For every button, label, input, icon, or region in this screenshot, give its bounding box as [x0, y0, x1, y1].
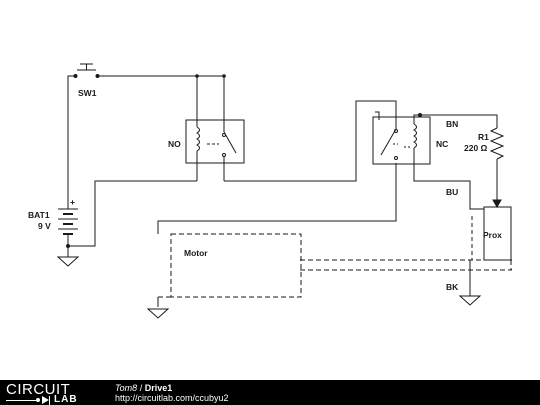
relay-nc[interactable]	[372, 116, 431, 165]
resistor-r1[interactable]	[489, 127, 505, 209]
footer-bar: CIRCUIT LAB Tom8 / Drive1 http://circuit…	[0, 380, 540, 405]
wire-top	[67, 75, 225, 203]
author-link[interactable]: Tom8	[115, 383, 138, 393]
label-bn: BN	[446, 119, 458, 129]
label-bat1-value: 9 V	[38, 221, 51, 231]
wire-bu	[413, 164, 484, 210]
label-prox: Prox	[483, 230, 502, 240]
wire-bn	[413, 113, 498, 128]
schematic-canvas: SW1 NO NC BN BU BK R1 220 Ω BAT1 9 V + M…	[28, 63, 512, 319]
label-bu: BU	[446, 187, 458, 197]
circuit-url[interactable]: http://circuitlab.com/ccubyu2	[115, 393, 229, 403]
logo-wordmark-bottom: LAB	[54, 394, 78, 405]
wire-relay-links	[68, 100, 397, 247]
prox-sensor[interactable]	[471, 206, 512, 261]
switch-sw1[interactable]	[67, 63, 100, 80]
ground-symbol-motor	[146, 308, 170, 319]
label-r1-name: R1	[478, 132, 489, 142]
logo-diode-mark: LAB	[6, 394, 102, 405]
label-bat1-plus: +	[70, 197, 75, 207]
ground-symbol-prox	[458, 295, 482, 306]
label-nc: NC	[436, 139, 448, 149]
circuit-meta: Tom8 / Drive1 http://circuitlab.com/ccub…	[115, 383, 229, 403]
relay-no[interactable]	[185, 119, 245, 181]
label-bk: BK	[446, 282, 459, 292]
motor[interactable]	[158, 233, 512, 298]
ground-symbol-battery	[56, 256, 80, 267]
label-motor: Motor	[184, 248, 208, 258]
label-no: NO	[168, 139, 181, 149]
label-sw1: SW1	[78, 88, 97, 98]
battery-bat1[interactable]	[58, 203, 78, 257]
junction-dots	[195, 74, 226, 78]
circuit-title[interactable]: Drive1	[144, 383, 173, 393]
label-r1-value: 220 Ω	[464, 143, 488, 153]
logo-wordmark-top: CIRCUIT	[6, 381, 71, 398]
label-bat1-name: BAT1	[28, 210, 50, 220]
circuitlab-logo[interactable]: CIRCUIT LAB	[6, 381, 106, 405]
meta-separator: /	[137, 383, 145, 393]
